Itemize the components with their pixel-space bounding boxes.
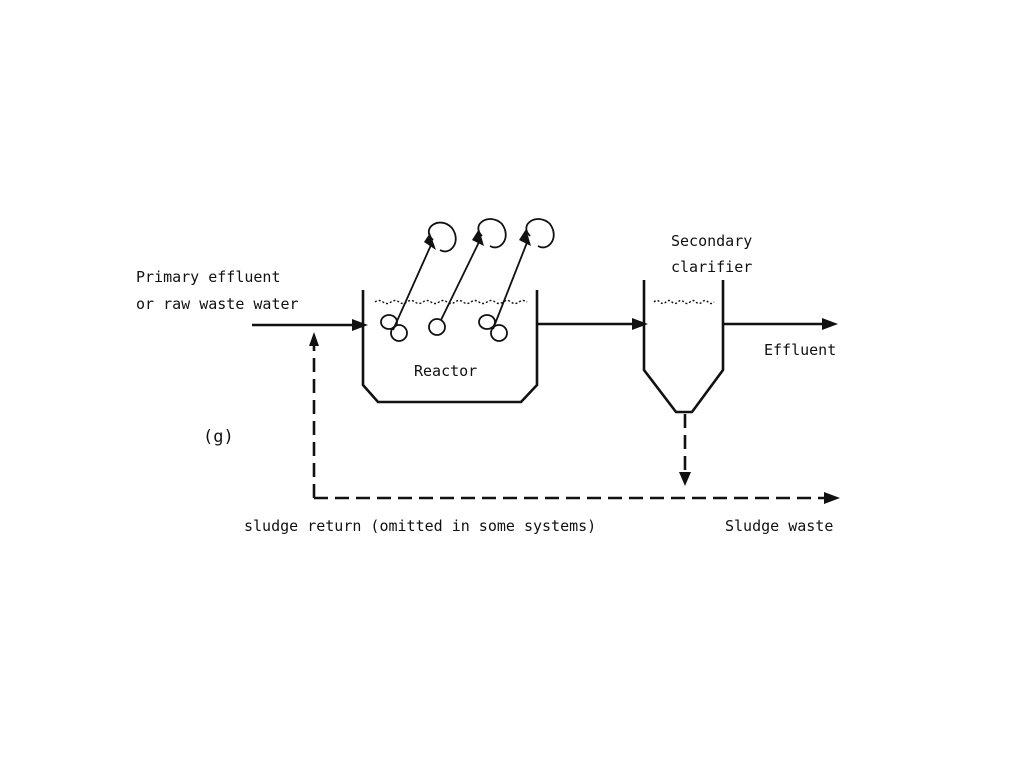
clarifier-label-line2: clarifier xyxy=(671,258,752,276)
secondary-clarifier xyxy=(642,280,725,414)
sludge-waste-label: Sludge waste xyxy=(725,517,833,535)
influent-pipe xyxy=(252,319,368,331)
aerator-1 xyxy=(380,221,457,342)
clarifier-underflow xyxy=(679,414,691,486)
aerator-2-swirl-icon xyxy=(477,218,507,249)
reactor-to-clarifier-pipe xyxy=(537,318,648,330)
panel-label: (g) xyxy=(203,427,234,447)
sludge-line xyxy=(314,492,840,504)
influent-label-line2: or raw waste water xyxy=(136,295,299,313)
aerator-3-swirl-icon xyxy=(525,218,555,249)
sludge-return-riser xyxy=(309,332,319,498)
reactor-label: Reactor xyxy=(414,362,477,380)
effluent-label: Effluent xyxy=(764,341,836,359)
clarifier-water-surface xyxy=(653,299,715,305)
aerator-1-swirl-icon xyxy=(427,221,457,253)
effluent-pipe xyxy=(723,318,838,330)
aerator-3 xyxy=(478,218,555,342)
reactor-tank xyxy=(361,290,539,404)
clarifier-label-line1: Secondary xyxy=(671,232,752,250)
reactor-water-surface xyxy=(374,299,528,305)
aerator-2 xyxy=(428,218,507,336)
influent-label-line1: Primary effluent xyxy=(136,268,281,286)
sludge-return-label: sludge return (omitted in some systems) xyxy=(244,517,596,535)
